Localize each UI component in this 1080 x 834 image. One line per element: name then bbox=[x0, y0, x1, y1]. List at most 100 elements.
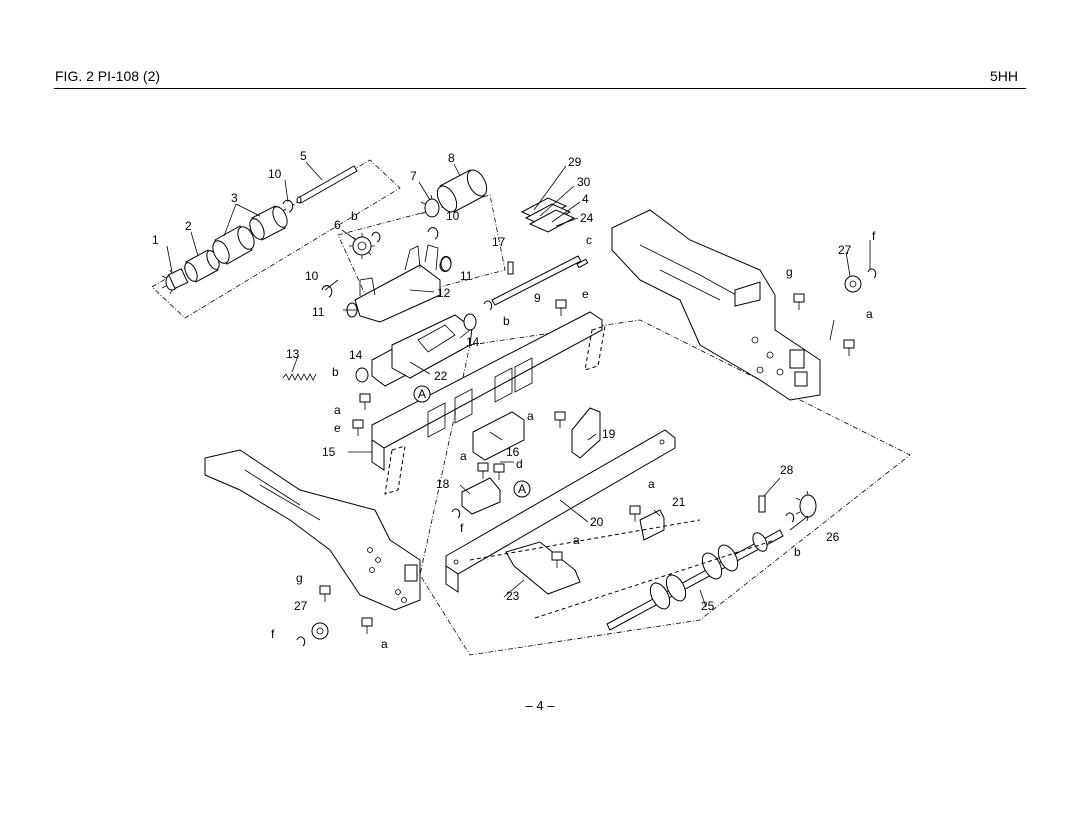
callout-b-upper: b bbox=[351, 209, 358, 223]
callout-f-left: f bbox=[271, 627, 275, 641]
roller-8 bbox=[436, 169, 488, 213]
callout-18: 18 bbox=[436, 477, 450, 491]
callout-23: 23 bbox=[506, 589, 520, 603]
callout-4: 4 bbox=[582, 192, 589, 206]
figure-title: FIG. 2 PI-108 (2) bbox=[55, 68, 161, 84]
callout-12: 12 bbox=[437, 286, 451, 300]
bushing-11-right bbox=[440, 256, 452, 272]
e-ring-10-top bbox=[282, 199, 294, 213]
bracket-21 bbox=[639, 509, 665, 541]
pin-17 bbox=[507, 261, 514, 275]
callout-e-left: e bbox=[334, 421, 341, 435]
bushing-27-left bbox=[311, 622, 329, 640]
reference-label-a-upper: A bbox=[418, 387, 426, 401]
right-side-frame bbox=[611, 209, 821, 401]
leader-lines bbox=[166, 161, 871, 608]
callout-a-21: a bbox=[648, 477, 655, 491]
callout-13: 13 bbox=[286, 347, 300, 361]
callout-7: 7 bbox=[410, 169, 417, 183]
callout-10-top: 10 bbox=[268, 167, 282, 181]
e-ring-f-right bbox=[867, 268, 877, 279]
roller-3-left bbox=[212, 225, 255, 265]
e-ring-f-left bbox=[296, 636, 306, 647]
callout-5: 5 bbox=[300, 149, 307, 163]
page-number: – 4 – bbox=[525, 698, 555, 713]
callout-17: 17 bbox=[492, 235, 506, 249]
callout-27-left: 27 bbox=[294, 599, 308, 613]
callout-21: 21 bbox=[672, 495, 686, 509]
e-ring-b-roller bbox=[785, 512, 795, 523]
roller-shaft-25 bbox=[606, 529, 784, 631]
actuator-29-30 bbox=[520, 197, 576, 233]
reference-mark-a-upper bbox=[413, 385, 431, 403]
callout-e-right: e bbox=[582, 287, 589, 301]
callout-a-23: a bbox=[573, 533, 580, 547]
dotted-bracket-right bbox=[584, 325, 606, 371]
callout-a-center: a bbox=[460, 449, 467, 463]
bushing-14-left bbox=[355, 367, 369, 383]
header-rule bbox=[54, 88, 1026, 89]
callout-g-left: g bbox=[296, 571, 303, 585]
reference-mark-a-lower bbox=[513, 480, 531, 498]
callout-d: d bbox=[516, 457, 523, 471]
callout-29: 29 bbox=[568, 155, 582, 169]
e-ring-10-mid bbox=[427, 227, 439, 240]
shaft-5 bbox=[296, 165, 358, 204]
roller-group-frame bbox=[151, 159, 401, 319]
callout-b-left: b bbox=[332, 365, 339, 379]
bracket-19 bbox=[571, 407, 601, 459]
callout-c: c bbox=[586, 233, 592, 247]
callout-b-roller: b bbox=[794, 545, 801, 559]
callout-1: 1 bbox=[152, 233, 159, 247]
e-ring-f-mid bbox=[451, 508, 461, 519]
callout-26: 26 bbox=[826, 530, 840, 544]
callout-labels: 1 2 3 10 5 6 b 7 8 10 11 10 11 12 29 30 … bbox=[152, 149, 876, 651]
callout-19: 19 bbox=[602, 427, 616, 441]
e-ring-10-left bbox=[321, 285, 333, 298]
bushing-27-right bbox=[844, 275, 862, 293]
bracket-16 bbox=[472, 411, 525, 461]
callout-9: 9 bbox=[534, 291, 541, 305]
callout-8: 8 bbox=[448, 151, 455, 165]
e-ring-b-right bbox=[483, 300, 493, 311]
callout-27-right: 27 bbox=[838, 243, 852, 257]
callout-3: 3 bbox=[231, 191, 238, 205]
gear-1 bbox=[161, 268, 189, 295]
screws bbox=[319, 293, 855, 634]
model-code: 5HH bbox=[990, 68, 1019, 84]
callout-10-left: 10 bbox=[305, 269, 319, 283]
callout-11-right: 11 bbox=[460, 269, 473, 283]
guide-23 bbox=[505, 541, 581, 595]
callout-15: 15 bbox=[322, 445, 336, 459]
left-side-frame bbox=[204, 449, 421, 611]
dashed-line-lower bbox=[534, 539, 776, 619]
callout-16: 16 bbox=[506, 445, 520, 459]
gear-6 bbox=[349, 233, 375, 259]
gear-7 bbox=[420, 194, 440, 218]
callout-24: 24 bbox=[580, 211, 594, 225]
guide-plate-15 bbox=[371, 311, 603, 471]
reference-label-a-lower: A bbox=[518, 482, 526, 496]
callout-g-right: g bbox=[786, 265, 793, 279]
bracket-12 bbox=[354, 244, 441, 323]
callout-28: 28 bbox=[780, 463, 794, 477]
gear-26 bbox=[795, 490, 817, 522]
callout-b-right: b bbox=[503, 314, 510, 328]
pin-28 bbox=[758, 495, 766, 513]
bracket-18 bbox=[461, 477, 501, 515]
roller-3-right bbox=[249, 205, 288, 241]
callout-25: 25 bbox=[701, 599, 715, 613]
callout-30: 30 bbox=[577, 175, 591, 189]
callout-14-right: 14 bbox=[466, 335, 480, 349]
dashed-line-upper bbox=[469, 519, 701, 561]
callout-22: 22 bbox=[434, 369, 448, 383]
callout-11-left: 11 bbox=[312, 305, 325, 319]
callout-10-mid: 10 bbox=[446, 209, 460, 223]
e-ring-b-upper bbox=[371, 231, 381, 243]
callout-2: 2 bbox=[185, 219, 192, 233]
callout-6: 6 bbox=[334, 218, 341, 232]
guide-plate-20 bbox=[445, 429, 676, 593]
callout-20: 20 bbox=[590, 515, 604, 529]
spring-13 bbox=[282, 373, 317, 381]
